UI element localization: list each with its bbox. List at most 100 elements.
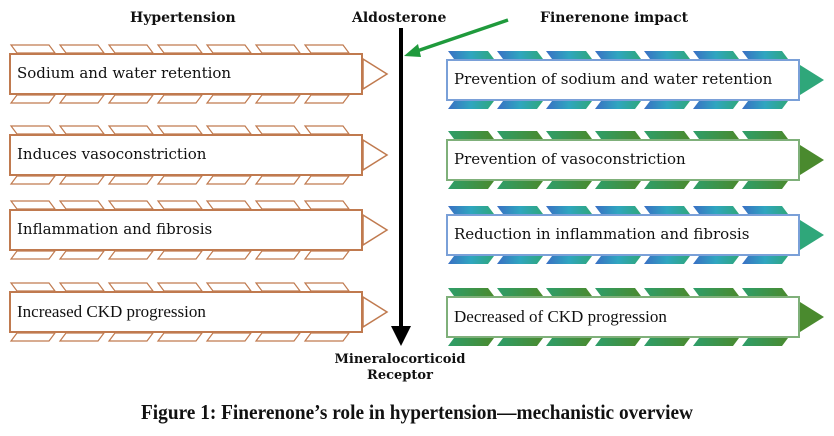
left-chevron-stripe bbox=[9, 200, 57, 210]
right-chevron-stripe bbox=[497, 256, 543, 264]
mineralocorticoid-receptor-label: Mineralocorticoid Receptor bbox=[300, 352, 500, 384]
right-chevron-stripe bbox=[448, 256, 494, 264]
left-chevron-stripe bbox=[9, 94, 57, 104]
left-chevron-tip bbox=[362, 213, 389, 247]
right-chevron-stripe bbox=[742, 256, 788, 264]
right-chevron-stripe bbox=[448, 181, 494, 189]
right-chevron-stripe bbox=[497, 131, 543, 139]
left-chevron-stripe bbox=[9, 282, 57, 292]
left-chevron-stripe bbox=[58, 175, 106, 185]
right-chevron-stripe bbox=[497, 206, 543, 214]
receptor-arrowhead bbox=[391, 326, 411, 346]
left-chevron-stripe bbox=[254, 44, 302, 54]
right-chevron-stripe bbox=[448, 101, 494, 109]
right-chevron-stripe bbox=[644, 51, 690, 59]
left-chevron-stripe bbox=[107, 175, 155, 185]
right-chevron-stripe bbox=[595, 206, 641, 214]
left-chevron-stripe bbox=[303, 125, 351, 135]
finerenone-block-arrow bbox=[413, 18, 509, 54]
receptor-label-line1: Mineralocorticoid bbox=[334, 352, 466, 367]
left-chevron-stripe bbox=[156, 44, 204, 54]
right-chevron-stripe bbox=[644, 101, 690, 109]
left-chevron-stripe bbox=[107, 332, 155, 342]
left-chevron-stripe bbox=[303, 44, 351, 54]
right-chevron-stripe bbox=[448, 338, 494, 346]
right-chevron-stripe bbox=[546, 131, 592, 139]
right-label: Reduction in inflammation and fibrosis bbox=[454, 225, 750, 244]
left-chevron-stripe bbox=[205, 332, 253, 342]
right-chevron-stripe bbox=[693, 181, 739, 189]
right-chevron-stripe bbox=[693, 131, 739, 139]
right-chevron-stripe bbox=[448, 131, 494, 139]
right-chevron-stripe bbox=[693, 256, 739, 264]
left-chevron-stripe bbox=[156, 125, 204, 135]
left-chevron-stripe bbox=[107, 250, 155, 260]
left-chevron-stripe bbox=[254, 94, 302, 104]
right-label: Prevention of vasoconstriction bbox=[454, 150, 686, 169]
left-box-0: Sodium and water retention bbox=[9, 53, 363, 95]
left-chevron-stripe bbox=[107, 125, 155, 135]
right-chevron-tip bbox=[800, 220, 824, 250]
right-chevron-stripe bbox=[693, 338, 739, 346]
left-box-1: Induces vasoconstriction bbox=[9, 134, 363, 176]
right-chevron-stripe bbox=[644, 181, 690, 189]
left-chevron-stripe bbox=[58, 332, 106, 342]
right-chevron-stripe bbox=[644, 206, 690, 214]
right-box-3: Decreased of CKD progression bbox=[446, 296, 800, 338]
left-box-3: Increased CKD progression bbox=[9, 291, 363, 333]
right-chevron-stripe bbox=[693, 206, 739, 214]
right-chevron-tip bbox=[800, 302, 824, 332]
figure-caption: Figure 1: Finerenone’s role in hypertens… bbox=[140, 400, 693, 424]
left-chevron-stripe bbox=[205, 282, 253, 292]
left-chevron-stripe bbox=[58, 44, 106, 54]
right-label: Decreased of CKD progression bbox=[454, 307, 667, 327]
left-chevron-stripe bbox=[254, 332, 302, 342]
left-chevron-stripe bbox=[156, 332, 204, 342]
left-chevron-stripe bbox=[9, 44, 57, 54]
right-chevron-stripe bbox=[595, 131, 641, 139]
left-chevron-stripe bbox=[205, 125, 253, 135]
left-chevron-tip bbox=[362, 295, 389, 329]
left-chevron-stripe bbox=[205, 200, 253, 210]
right-chevron-stripe bbox=[497, 51, 543, 59]
right-chevron-stripe bbox=[693, 51, 739, 59]
left-chevron-stripe bbox=[254, 175, 302, 185]
aldosterone-header: Aldosterone bbox=[352, 10, 447, 26]
left-label: Induces vasoconstriction bbox=[17, 145, 207, 164]
left-chevron-stripe bbox=[303, 175, 351, 185]
left-chevron-stripe bbox=[254, 282, 302, 292]
left-chevron-stripe bbox=[58, 250, 106, 260]
left-chevron-stripe bbox=[156, 94, 204, 104]
left-box-2: Inflammation and fibrosis bbox=[9, 209, 363, 251]
left-chevron-stripe bbox=[9, 125, 57, 135]
right-chevron-stripe bbox=[644, 256, 690, 264]
right-chevron-stripe bbox=[448, 288, 494, 296]
right-label: Prevention of sodium and water retention bbox=[454, 70, 773, 89]
left-chevron-stripe bbox=[303, 250, 351, 260]
right-chevron-stripe bbox=[546, 256, 592, 264]
right-chevron-stripe bbox=[742, 206, 788, 214]
left-chevron-stripe bbox=[254, 250, 302, 260]
hypertension-header: Hypertension bbox=[130, 10, 236, 26]
left-chevron-stripe bbox=[303, 200, 351, 210]
left-chevron-stripe bbox=[156, 175, 204, 185]
left-chevron-stripe bbox=[156, 200, 204, 210]
right-chevron-stripe bbox=[742, 288, 788, 296]
right-chevron-stripe bbox=[497, 181, 543, 189]
right-chevron-stripe bbox=[497, 338, 543, 346]
right-chevron-stripe bbox=[742, 338, 788, 346]
left-chevron-stripe bbox=[205, 94, 253, 104]
right-chevron-stripe bbox=[448, 51, 494, 59]
right-chevron-stripe bbox=[497, 288, 543, 296]
right-chevron-stripe bbox=[742, 181, 788, 189]
left-chevron-stripe bbox=[303, 332, 351, 342]
left-chevron-stripe bbox=[107, 282, 155, 292]
left-chevron-stripe bbox=[58, 125, 106, 135]
finerenone-block-arrowhead bbox=[404, 44, 421, 57]
right-box-0: Prevention of sodium and water retention bbox=[446, 59, 800, 101]
left-chevron-stripe bbox=[58, 200, 106, 210]
right-chevron-stripe bbox=[742, 101, 788, 109]
right-chevron-stripe bbox=[742, 131, 788, 139]
right-chevron-stripe bbox=[595, 51, 641, 59]
